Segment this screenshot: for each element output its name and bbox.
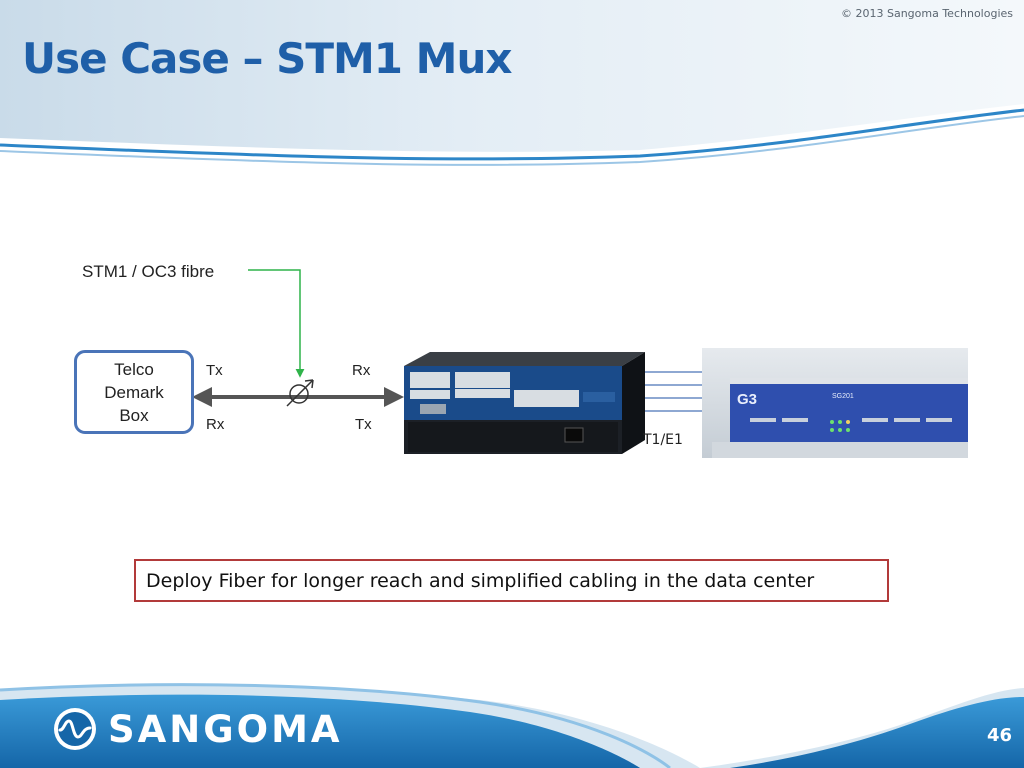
- page-number: 46: [986, 725, 1012, 746]
- brand-wordmark: SANGOMA: [108, 707, 343, 751]
- footer-swoosh: [0, 694, 640, 768]
- corner-swoosh: [730, 697, 1024, 768]
- telco-demark-box: Telco Demark Box: [74, 350, 194, 434]
- fibre-symbol-icon: [286, 379, 314, 407]
- g3-sg201-device: G3 SG201: [702, 348, 968, 458]
- left-tx-label: Tx: [206, 362, 223, 379]
- callout-box: Deploy Fiber for longer reach and simpli…: [134, 559, 889, 602]
- g3-model-text: SG201: [832, 393, 854, 400]
- t1e1-lines: [645, 371, 702, 412]
- callout-text: Deploy Fiber for longer reach and simpli…: [146, 569, 815, 592]
- sangoma-brand: SANGOMA: [52, 706, 343, 752]
- header-accent-line: [0, 115, 1024, 166]
- demark-line-3: Box: [119, 405, 149, 425]
- fibre-pointer-line: [248, 269, 305, 378]
- stm1-mux-device: [404, 352, 645, 454]
- right-tx-label: Tx: [355, 416, 372, 433]
- g3-logo-text: G3: [737, 391, 757, 408]
- demark-line-2: Demark: [104, 382, 164, 402]
- right-rx-label: Rx: [352, 362, 371, 379]
- demark-line-1: Telco: [114, 359, 154, 379]
- footer-accent-line: [0, 683, 671, 768]
- left-rx-label: Rx: [206, 416, 225, 433]
- header-swoosh: [0, 0, 1024, 152]
- t1e1-label: T1/E1: [643, 432, 683, 448]
- sangoma-logo-icon: [54, 708, 96, 750]
- copyright-notice: © 2013 Sangoma Technologies: [840, 7, 1013, 20]
- header-accent-line: [0, 108, 1024, 161]
- fibre-label: STM1 / OC3 fibre: [82, 262, 215, 281]
- slide-title: Use Case – STM1 Mux: [22, 34, 512, 83]
